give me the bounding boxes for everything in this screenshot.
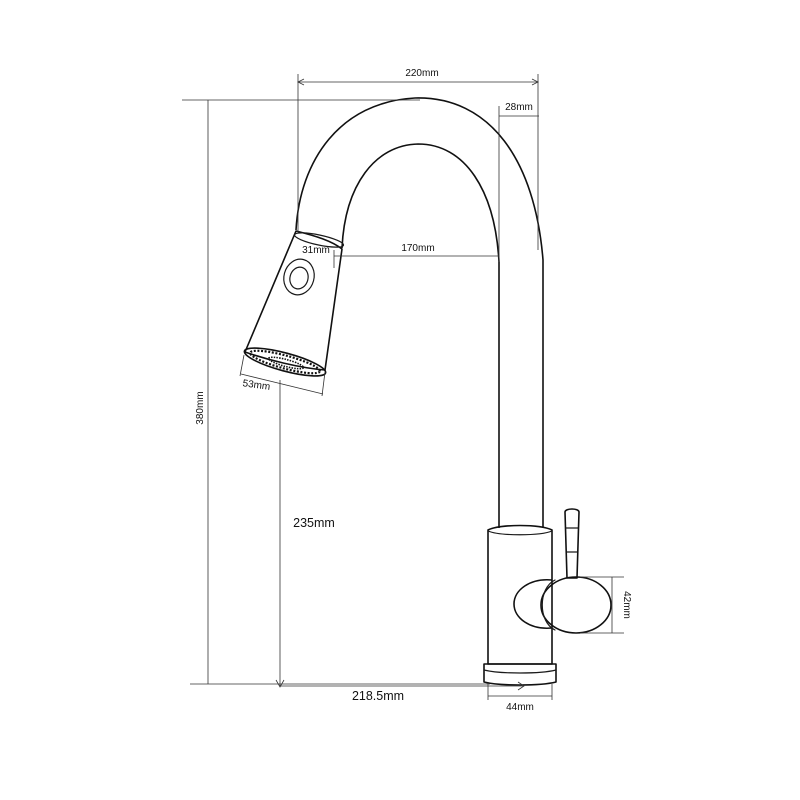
label-spout-clearance: 235mm (293, 516, 335, 530)
body-top-ring (487, 530, 553, 536)
handle-cap (540, 576, 612, 634)
label-head-top-diameter: 31mm (302, 245, 330, 256)
spray-face-ring (249, 349, 321, 375)
base-ring (483, 669, 557, 674)
spray-face-center (267, 356, 305, 370)
dim-218-arrow (517, 681, 525, 691)
dimension-lines (182, 74, 624, 700)
label-total-height: 380mm (195, 391, 206, 424)
dim-220-arrow-left (297, 78, 305, 86)
handle-cartridge (513, 579, 553, 629)
spray-button-inner (289, 266, 309, 290)
dim-53-line (240, 373, 324, 395)
dim-235-arrow (275, 679, 285, 688)
gooseneck-inner (341, 143, 500, 528)
gooseneck-outer (295, 97, 544, 528)
faucet-outline (243, 97, 612, 686)
handle-cap-rim (541, 579, 556, 631)
dim-53-ext-right (321, 371, 326, 397)
label-handle-diameter: 42mm (621, 591, 632, 619)
label-head-face-diameter: 53mm (242, 378, 271, 393)
faucet-body (487, 524, 553, 665)
faucet-base (483, 663, 557, 686)
dim-220-arrow-right (531, 78, 539, 86)
label-pipe-diameter: 28mm (505, 102, 533, 113)
label-centre-distance: 218.5mm (352, 689, 404, 703)
spray-face-outer (243, 347, 327, 377)
label-overall-reach: 220mm (405, 68, 438, 79)
spray-head-top (293, 232, 345, 248)
label-spout-reach: 170mm (401, 243, 434, 254)
label-base-diameter: 44mm (506, 702, 534, 713)
spray-button-outer (283, 258, 315, 296)
handle-lever (564, 508, 580, 579)
dimension-labels: 220mm 28mm 170mm 31mm 53mm 380mm 235mm 2… (195, 68, 632, 713)
dim-53-ext-left (239, 354, 245, 377)
